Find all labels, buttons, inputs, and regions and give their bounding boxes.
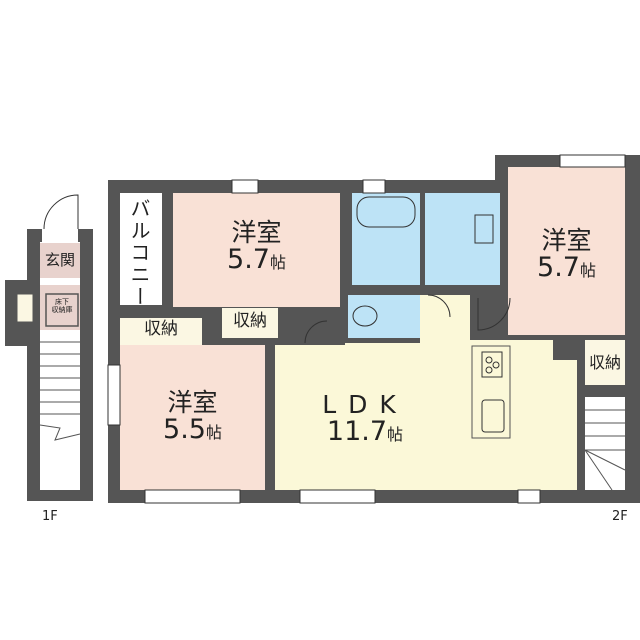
entrance-floor bbox=[40, 243, 80, 278]
toilet-icon bbox=[352, 305, 378, 327]
underfloor-hatch bbox=[45, 293, 79, 327]
window bbox=[299, 489, 376, 504]
room-label-western-3: 洋室 5.7帖 bbox=[508, 226, 625, 283]
entrance-label: 玄関 bbox=[44, 251, 75, 269]
room-size-unit: 帖 bbox=[387, 425, 404, 445]
stairs-2f bbox=[585, 397, 625, 490]
window bbox=[517, 489, 541, 504]
room-size: 11.7帖 bbox=[290, 418, 440, 446]
storage-label-3: 収納 bbox=[588, 353, 621, 372]
room-name: 洋室 bbox=[231, 218, 282, 247]
room-name: LDK bbox=[322, 390, 408, 419]
balcony-area bbox=[120, 193, 162, 305]
floor-label-1f: 1F bbox=[42, 509, 58, 524]
stairs-2f-lines bbox=[584, 409, 626, 491]
sink-icon bbox=[481, 399, 505, 433]
storage-3 bbox=[585, 340, 625, 385]
window bbox=[107, 364, 121, 426]
washroom bbox=[425, 193, 500, 285]
entrance-door-icon bbox=[43, 194, 79, 230]
door-icon bbox=[304, 320, 328, 344]
room-size-unit: 帖 bbox=[205, 423, 222, 443]
room-name: 洋室 bbox=[167, 388, 218, 417]
window bbox=[362, 179, 386, 194]
room-size-value: 5.7 bbox=[227, 244, 270, 276]
room-size-value: 11.7 bbox=[326, 416, 388, 448]
stove-icon bbox=[481, 351, 503, 378]
western-room-2 bbox=[120, 345, 265, 490]
storage-2 bbox=[222, 308, 278, 338]
shoe-box bbox=[16, 293, 34, 323]
room-size: 5.7帖 bbox=[508, 254, 625, 282]
room-label-western-2: 洋室 5.5帖 bbox=[120, 388, 265, 445]
room-size-unit: 帖 bbox=[269, 253, 286, 273]
room-size-unit: 帖 bbox=[579, 261, 596, 281]
window bbox=[559, 154, 626, 168]
room-label-western-1: 洋室 5.7帖 bbox=[173, 218, 340, 275]
window bbox=[231, 179, 259, 194]
balcony-label: バルコニー bbox=[127, 198, 151, 308]
room-label-ldk: LDK 11.7帖 bbox=[290, 390, 440, 447]
storage-1 bbox=[120, 318, 202, 345]
room-size-value: 5.5 bbox=[163, 414, 206, 446]
western-room-1 bbox=[173, 193, 340, 307]
storage-label-1: 収納 bbox=[144, 319, 178, 339]
storage-label-2: 収納 bbox=[233, 311, 267, 331]
underfloor-storage-label: 床下 収納庫 bbox=[51, 298, 73, 314]
floor-2f bbox=[107, 154, 640, 504]
ldk-floor bbox=[275, 295, 577, 490]
door-icon bbox=[427, 294, 451, 318]
kitchen-counter bbox=[471, 345, 511, 439]
washbasin-icon bbox=[474, 214, 494, 244]
stairs-1f bbox=[39, 341, 81, 441]
room-size: 5.5帖 bbox=[120, 416, 265, 444]
toilet-room bbox=[348, 295, 420, 338]
western-room-3 bbox=[508, 167, 625, 335]
bathroom bbox=[352, 193, 420, 285]
door-icon bbox=[477, 297, 511, 331]
entrance-door-opening bbox=[42, 229, 78, 242]
room-size-value: 5.7 bbox=[537, 252, 580, 284]
room-size: 5.7帖 bbox=[173, 246, 340, 274]
room-name: 洋室 bbox=[541, 226, 592, 255]
bathtub-icon bbox=[356, 196, 416, 228]
floor-1f bbox=[5, 194, 93, 501]
window bbox=[144, 489, 241, 504]
floor-label-2f: 2F bbox=[612, 509, 628, 524]
